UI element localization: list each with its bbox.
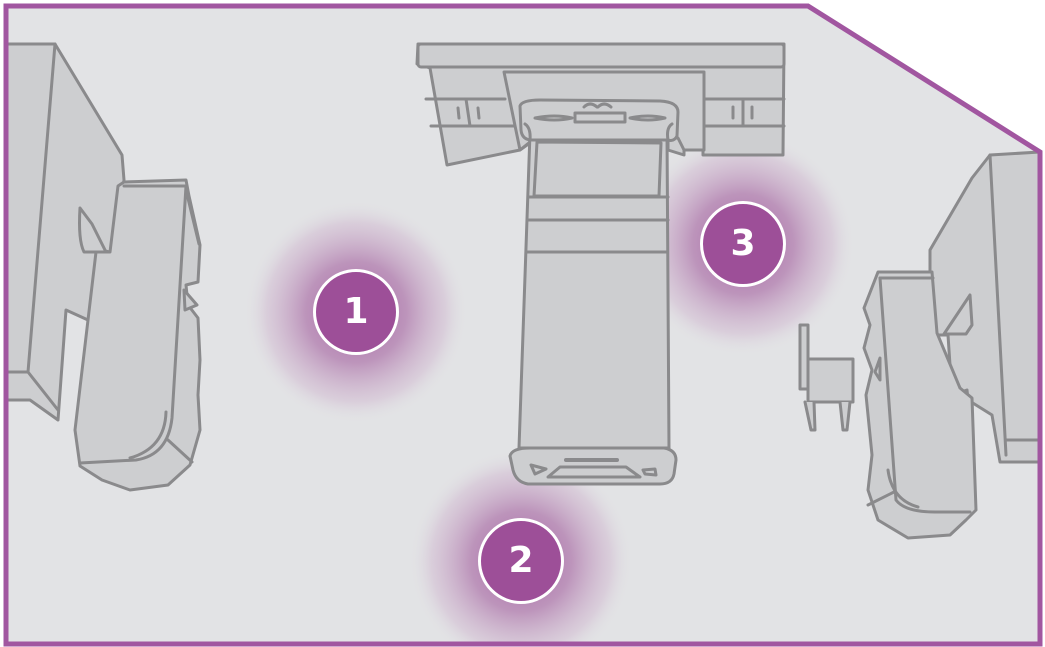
- zone-marker-3[interactable]: 3: [700, 201, 786, 287]
- room-walls: [3, 3, 1043, 647]
- zone-label-3: 3: [730, 223, 756, 264]
- recliner-left: [6, 42, 202, 492]
- zone-marker-1[interactable]: 1: [313, 269, 399, 355]
- zone-label-2: 2: [508, 540, 534, 581]
- hospital-bed: [508, 98, 680, 486]
- side-chair: [798, 323, 855, 432]
- zone-marker-2[interactable]: 2: [478, 518, 564, 604]
- recliner-right: [862, 150, 1040, 540]
- zone-label-1: 1: [343, 291, 369, 332]
